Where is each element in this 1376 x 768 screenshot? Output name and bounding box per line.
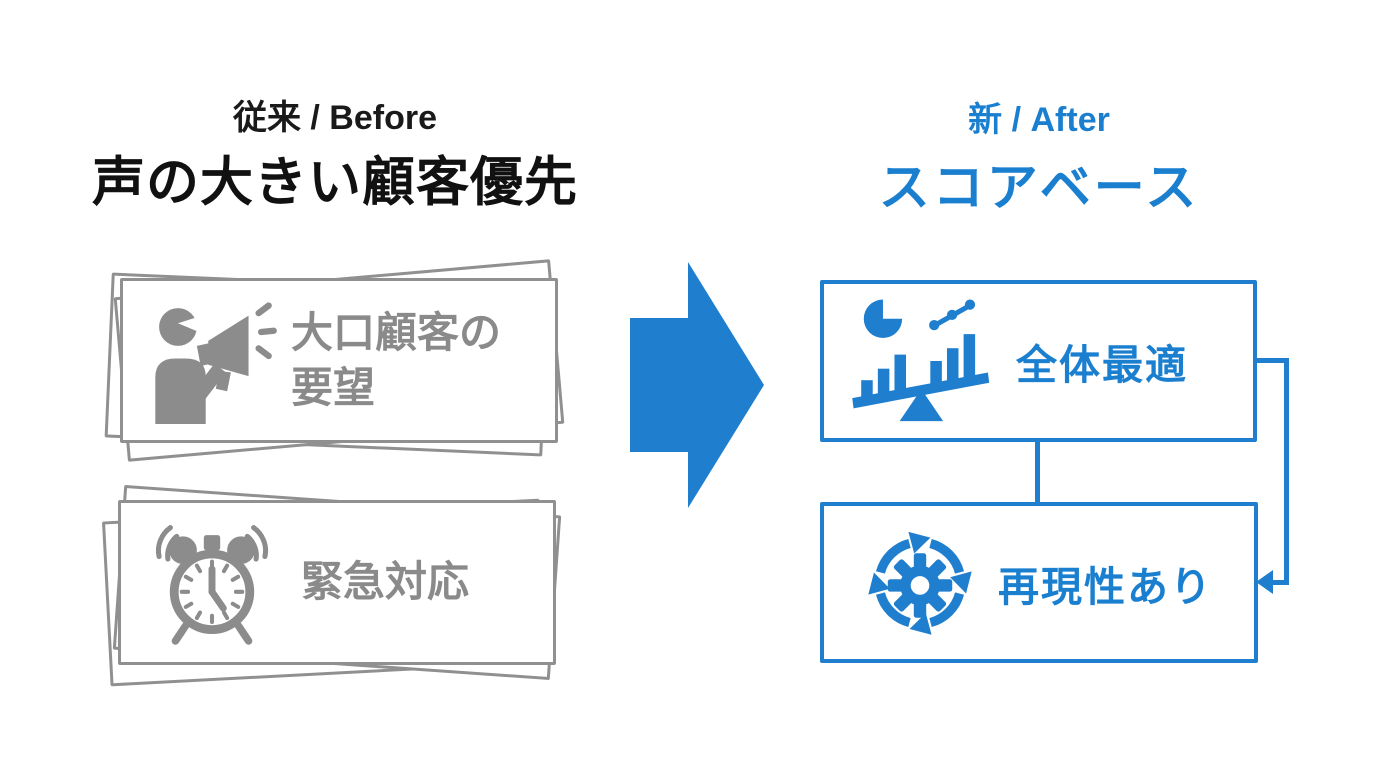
balance-analytics-icon bbox=[852, 299, 990, 422]
after-card-label: 再現性あり bbox=[998, 563, 1213, 610]
after-card-overall-optimization: 全体最適 bbox=[820, 280, 1257, 442]
transform-right-arrow bbox=[630, 262, 764, 508]
megaphone-person-icon bbox=[155, 301, 277, 424]
before-card-large-customer: 大口顧客の要望 bbox=[120, 278, 558, 443]
after-card-reproducibility: 再現性あり bbox=[820, 502, 1258, 663]
before-card-stack-2: 緊急対応 bbox=[101, 484, 562, 687]
before-card-urgent: 緊急対応 bbox=[118, 500, 556, 665]
before-card-label: 大口顧客の要望 bbox=[291, 308, 502, 411]
before-card-label: 緊急対応 bbox=[301, 558, 470, 606]
connector-arrowhead-icon bbox=[1256, 570, 1273, 594]
after-card-label: 全体最適 bbox=[1016, 342, 1188, 388]
alarm-clock-icon bbox=[155, 524, 269, 645]
connector-loop-right bbox=[1284, 358, 1289, 585]
after-section-title: スコアベース bbox=[878, 159, 1200, 216]
before-section-title: 声の大きい顧客優先 bbox=[92, 153, 578, 212]
connector-vertical-line bbox=[1035, 440, 1040, 504]
before-card-stack-1: 大口顧客の要望 bbox=[104, 259, 565, 462]
after-section-label: 新 / After bbox=[968, 101, 1110, 139]
connector-loop-top bbox=[1255, 358, 1289, 363]
connector-loop-bottom bbox=[1272, 580, 1289, 585]
cycle-gear-icon bbox=[868, 531, 972, 635]
before-section-label: 従来 / Before bbox=[232, 99, 438, 137]
